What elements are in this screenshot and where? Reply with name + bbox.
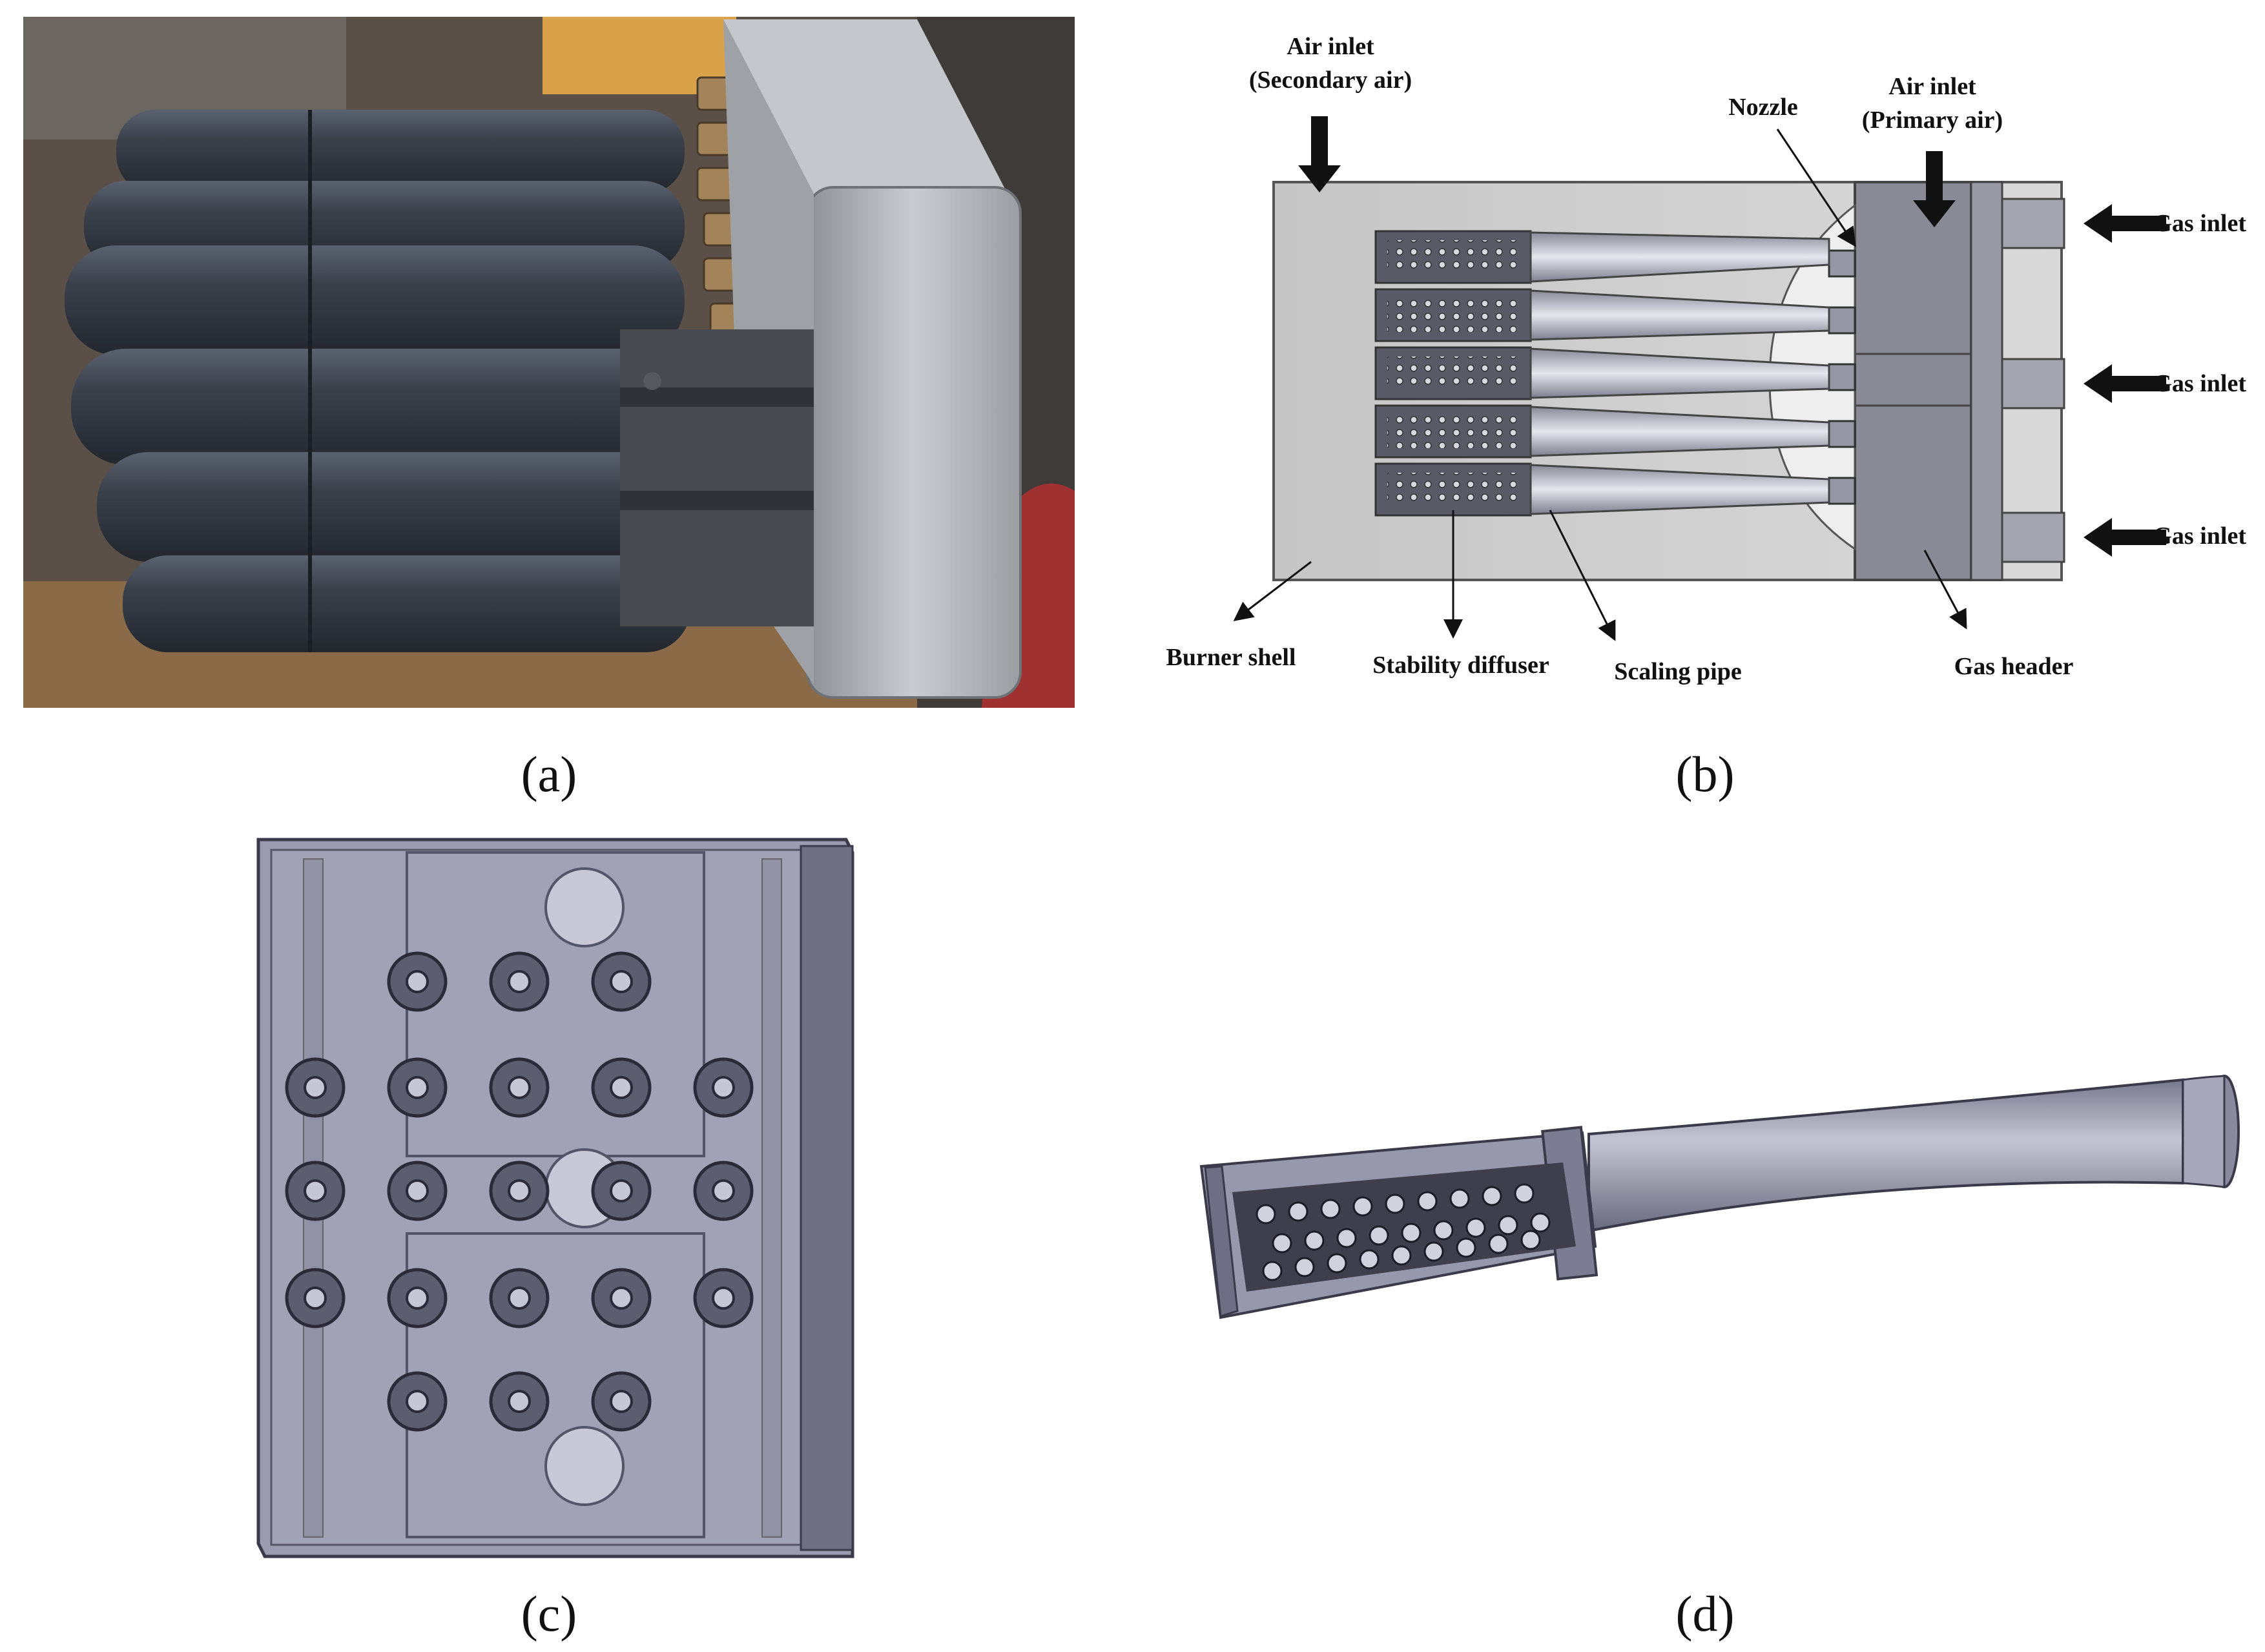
label-gas-inlet-2: Gas inlet bbox=[2153, 370, 2246, 397]
label-scaling-pipe: Scaling pipe bbox=[1614, 658, 1741, 685]
panel-a-photo bbox=[23, 17, 1075, 708]
panel-d-caption: (d) bbox=[1676, 1585, 1735, 1642]
label-gas-inlet-1: Gas inlet bbox=[2153, 210, 2246, 237]
panel-c-cad bbox=[256, 838, 854, 1558]
stability-diffusers bbox=[1374, 230, 1532, 517]
panel-a-caption: (a) bbox=[521, 746, 577, 802]
gas-header-box bbox=[620, 19, 1022, 699]
panel-c-caption: (c) bbox=[521, 1585, 577, 1642]
scaling-pipes bbox=[1529, 231, 1830, 515]
label-stability-diffuser: Stability diffuser bbox=[1372, 652, 1549, 679]
panel-b-caption: (b) bbox=[1676, 746, 1735, 802]
label-gas-inlet-3: Gas inlet bbox=[2153, 522, 2246, 550]
label-air-inlet-primary-1: Air inlet bbox=[1888, 73, 1976, 100]
label-air-inlet-secondary-1: Air inlet bbox=[1287, 33, 1374, 60]
leader-lines bbox=[1233, 129, 1967, 641]
panel-b-schematic: Air inlet (Secondary air) Nozzle Air inl… bbox=[1166, 33, 2247, 685]
label-air-inlet-secondary-2: (Secondary air) bbox=[1249, 67, 1412, 94]
label-nozzle: Nozzle bbox=[1728, 94, 1798, 121]
gas-header bbox=[1854, 181, 1972, 581]
flow-arrows bbox=[1298, 116, 2166, 557]
label-air-inlet-primary-2: (Primary air) bbox=[1862, 107, 2003, 134]
label-gas-header: Gas header bbox=[1954, 653, 2074, 680]
panel-d-cad bbox=[1199, 1075, 2240, 1319]
label-burner-shell: Burner shell bbox=[1166, 644, 1296, 671]
burner-pipes bbox=[65, 110, 691, 652]
